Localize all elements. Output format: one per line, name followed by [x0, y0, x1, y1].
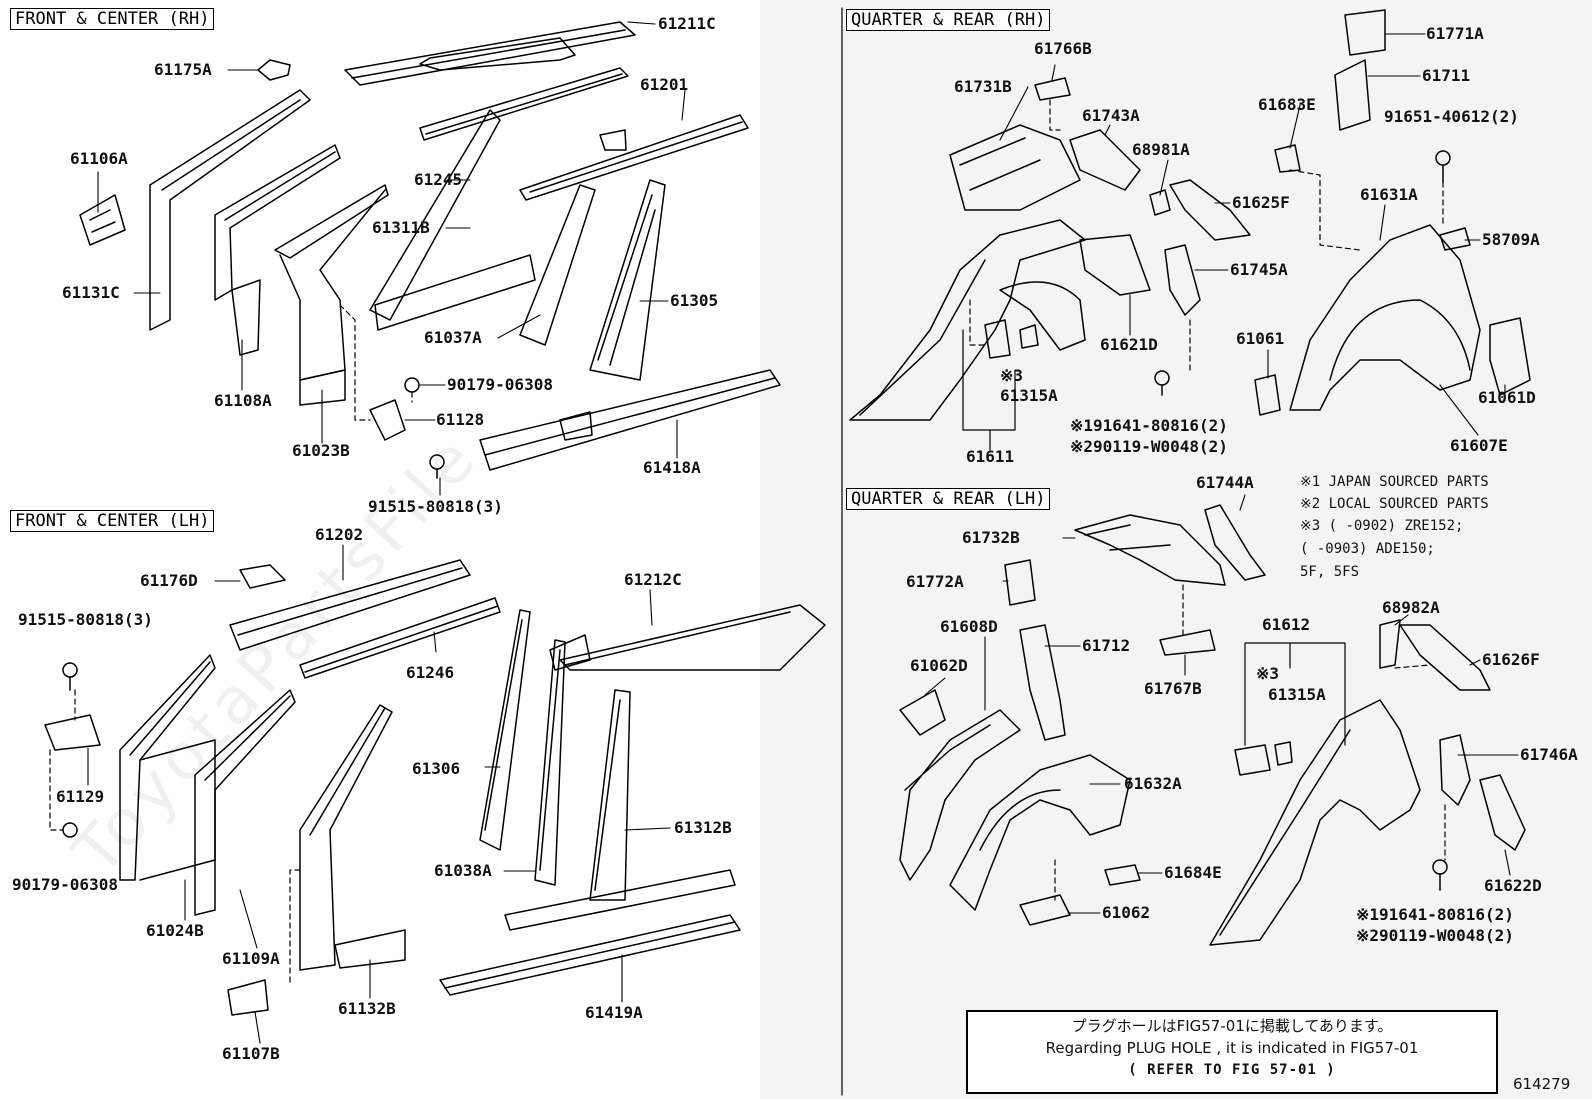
legend-line: ※2 LOCAL SOURCED PARTS: [1300, 496, 1489, 512]
part-callout[interactable]: 61062: [1102, 903, 1151, 922]
part-callout[interactable]: 61024B: [146, 921, 204, 940]
part-callout[interactable]: 61038A: [434, 861, 492, 880]
part-callout[interactable]: 61128: [436, 410, 485, 429]
part-callout[interactable]: 61211C: [658, 14, 716, 33]
part-callout[interactable]: 61175A: [154, 60, 212, 79]
part-callout[interactable]: 61684E: [1164, 863, 1222, 882]
section-title-quarter-lh: QUARTER & REAR (LH): [846, 488, 1051, 510]
part-callout[interactable]: 61306: [412, 759, 461, 778]
part-callout[interactable]: 61315A: [1268, 685, 1326, 704]
part-callout[interactable]: 61131C: [62, 283, 120, 302]
part-callout[interactable]: 61305: [670, 291, 719, 310]
part-callout[interactable]: 61176D: [140, 571, 198, 590]
part-callout[interactable]: 61622D: [1484, 876, 1542, 895]
section-title-front-rh: FRONT & CENTER (RH): [10, 8, 215, 30]
part-callout[interactable]: 61245: [414, 170, 463, 189]
part-callout[interactable]: 61746A: [1520, 745, 1578, 764]
part-callout[interactable]: ※290119-W0048(2): [1356, 926, 1514, 945]
part-callout[interactable]: 61772A: [906, 572, 964, 591]
part-callout[interactable]: 68982A: [1382, 598, 1440, 617]
part-callout[interactable]: 61607E: [1450, 436, 1508, 455]
part-callout[interactable]: 61631A: [1360, 185, 1418, 204]
legend-line: ※1 JAPAN SOURCED PARTS: [1300, 474, 1489, 490]
part-callout[interactable]: ※290119-W0048(2): [1070, 437, 1228, 456]
part-callout[interactable]: 61767B: [1144, 679, 1202, 698]
part-callout[interactable]: 91515-80818(3): [368, 497, 503, 516]
part-callout[interactable]: 61626F: [1482, 650, 1540, 669]
quarter-lh-leaders: [1244, 642, 1346, 746]
part-callout[interactable]: 61108A: [214, 391, 272, 410]
front-rh-drawing: [79, 21, 781, 479]
quarter-rh-drawing: [849, 9, 1531, 421]
part-callout[interactable]: 61062D: [910, 656, 968, 675]
part-callout[interactable]: 61745A: [1230, 260, 1288, 279]
part-callout[interactable]: 61023B: [292, 441, 350, 460]
part-callout[interactable]: 61683E: [1258, 95, 1316, 114]
part-callout[interactable]: 61766B: [1034, 39, 1092, 58]
part-callout[interactable]: 61061D: [1478, 388, 1536, 407]
part-callout[interactable]: 61625F: [1232, 193, 1290, 212]
callout-leaders: [87, 21, 1519, 1044]
part-callout[interactable]: 61632A: [1124, 774, 1182, 793]
part-callout[interactable]: 61712: [1082, 636, 1131, 655]
part-callout[interactable]: 61212C: [624, 570, 682, 589]
quarter-rh-leaders: [962, 329, 1016, 451]
part-callout[interactable]: 61311B: [372, 218, 430, 237]
part-callout[interactable]: ※3: [1000, 366, 1024, 385]
part-callout[interactable]: 68981A: [1132, 140, 1190, 159]
part-callout[interactable]: 61612: [1262, 615, 1311, 634]
front-lh-drawing: [44, 559, 826, 1016]
part-callout[interactable]: ※191641-80816(2): [1070, 416, 1228, 435]
part-callout[interactable]: 61731B: [954, 77, 1012, 96]
legend-line: ※3 ( -0902) ZRE152;: [1300, 518, 1464, 534]
part-callout[interactable]: 61129: [56, 787, 105, 806]
note-japanese: プラグホールはFIG57-01に掲載してあります。: [1071, 1017, 1393, 1035]
part-callout[interactable]: 58709A: [1482, 230, 1540, 249]
part-callout[interactable]: ※3: [1256, 664, 1280, 683]
part-callout[interactable]: 61106A: [70, 149, 128, 168]
section-title-quarter-rh: QUARTER & REAR (RH): [846, 9, 1051, 31]
part-callout[interactable]: ※191641-80816(2): [1356, 905, 1514, 924]
part-callout[interactable]: 91651-40612(2): [1384, 107, 1519, 126]
part-callout[interactable]: 61246: [406, 663, 455, 682]
part-callout[interactable]: 61107B: [222, 1044, 280, 1063]
legend-line: 5F, 5FS: [1300, 564, 1360, 580]
part-callout[interactable]: 61202: [315, 525, 364, 544]
part-callout[interactable]: 61201: [640, 75, 689, 94]
legend-line: ( -0903) ADE150;: [1300, 541, 1435, 557]
part-callout[interactable]: 61418A: [643, 458, 701, 477]
part-callout[interactable]: 61132B: [338, 999, 396, 1018]
quarter-lh-drawing: [899, 504, 1526, 946]
note-reference: ( REFER TO FIG 57-01 ): [1128, 1062, 1336, 1078]
part-callout[interactable]: 61061: [1236, 329, 1285, 348]
part-callout[interactable]: 90179-06308: [447, 375, 553, 394]
plug-hole-note: プラグホールはFIG57-01に掲載してあります。 Regarding PLUG…: [966, 1010, 1498, 1094]
part-callout[interactable]: 61771A: [1426, 24, 1484, 43]
part-callout[interactable]: 61608D: [940, 617, 998, 636]
note-english: Regarding PLUG HOLE , it is indicated in…: [1045, 1039, 1419, 1057]
part-callout[interactable]: 61419A: [585, 1003, 643, 1022]
part-callout[interactable]: 61732B: [962, 528, 1020, 547]
part-callout[interactable]: 61315A: [1000, 386, 1058, 405]
figure-code: 614279: [1513, 1075, 1571, 1093]
part-callout[interactable]: 61743A: [1082, 106, 1140, 125]
part-callout[interactable]: 90179-06308: [12, 875, 118, 894]
part-callout[interactable]: 61611: [966, 447, 1015, 466]
part-callout[interactable]: 61744A: [1196, 473, 1254, 492]
part-callout[interactable]: 61109A: [222, 949, 280, 968]
part-callout[interactable]: 61621D: [1100, 335, 1158, 354]
part-callout[interactable]: 61037A: [424, 328, 482, 347]
part-callout[interactable]: 91515-80818(3): [18, 610, 153, 629]
section-title-front-lh: FRONT & CENTER (LH): [10, 510, 215, 532]
part-callout[interactable]: 61711: [1422, 66, 1471, 85]
part-callout[interactable]: 61312B: [674, 818, 732, 837]
